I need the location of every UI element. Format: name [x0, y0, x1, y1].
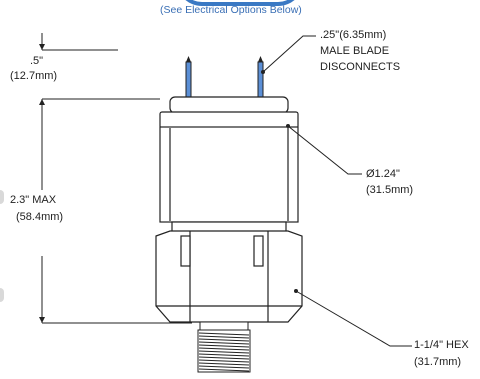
blade-size-label: .25"(6.35mm) [320, 29, 387, 41]
blade-type-label-line2: DISCONNECTS [320, 61, 401, 73]
hex-flat-slot-right [253, 235, 264, 267]
terminal-tip-right [258, 56, 263, 62]
port-collar [199, 321, 249, 331]
thread-line [198, 365, 250, 369]
blade-height-inch-label: .5" [30, 55, 44, 67]
thread-line [198, 353, 250, 357]
blade-type-label-line1: MALE BLADE [320, 45, 390, 57]
blade-callout-leader [262, 35, 316, 73]
header-note: (See Electrical Options Below) [160, 4, 302, 16]
thread-line [198, 332, 250, 336]
overall-height-inch-label: 2.3" MAX [10, 194, 57, 206]
blade-terminal-left [185, 61, 192, 99]
leader-end-dot [286, 124, 290, 128]
thread-line [198, 341, 250, 345]
hex-flat-slot-left [180, 235, 191, 267]
thread-line [198, 362, 250, 366]
thread-line [198, 338, 250, 342]
thread-line [198, 347, 250, 351]
header-title-fragment [0, 0, 480, 12]
dimension-arrowhead [39, 44, 45, 50]
diameter-inch-label: Ø1.24" [366, 168, 400, 180]
hex-nut [155, 230, 303, 323]
dimension-arrowhead [39, 317, 45, 323]
dimension-arrowhead [39, 99, 45, 105]
thread-line [198, 335, 250, 339]
leader-end-dot [261, 70, 265, 74]
left-edge-mark [0, 288, 4, 302]
diameter-mm-label: (31.5mm) [366, 184, 414, 196]
thread-line [198, 356, 250, 360]
blade-height-mm-label: (12.7mm) [10, 70, 58, 82]
body-cylinder [159, 126, 299, 223]
thread-line [198, 359, 250, 363]
thread-line [198, 344, 250, 348]
thread-line [198, 350, 250, 354]
left-edge-mark [0, 190, 4, 204]
hex-size-label: 1-1/4" HEX [414, 339, 469, 351]
terminal-tip-left [186, 56, 191, 62]
hex-callout-leader [295, 290, 412, 347]
overall-height-mm-label: (58.4mm) [16, 211, 64, 223]
blade-terminal-right [257, 61, 264, 99]
diameter-callout-leader [287, 125, 362, 175]
leader-end-dot [294, 289, 298, 293]
body-top-cap [169, 96, 289, 114]
body-upper-band [159, 111, 299, 129]
port-threads [198, 332, 250, 372]
hex-mm-label: (31.7mm) [414, 356, 462, 368]
thread-line [198, 368, 250, 372]
